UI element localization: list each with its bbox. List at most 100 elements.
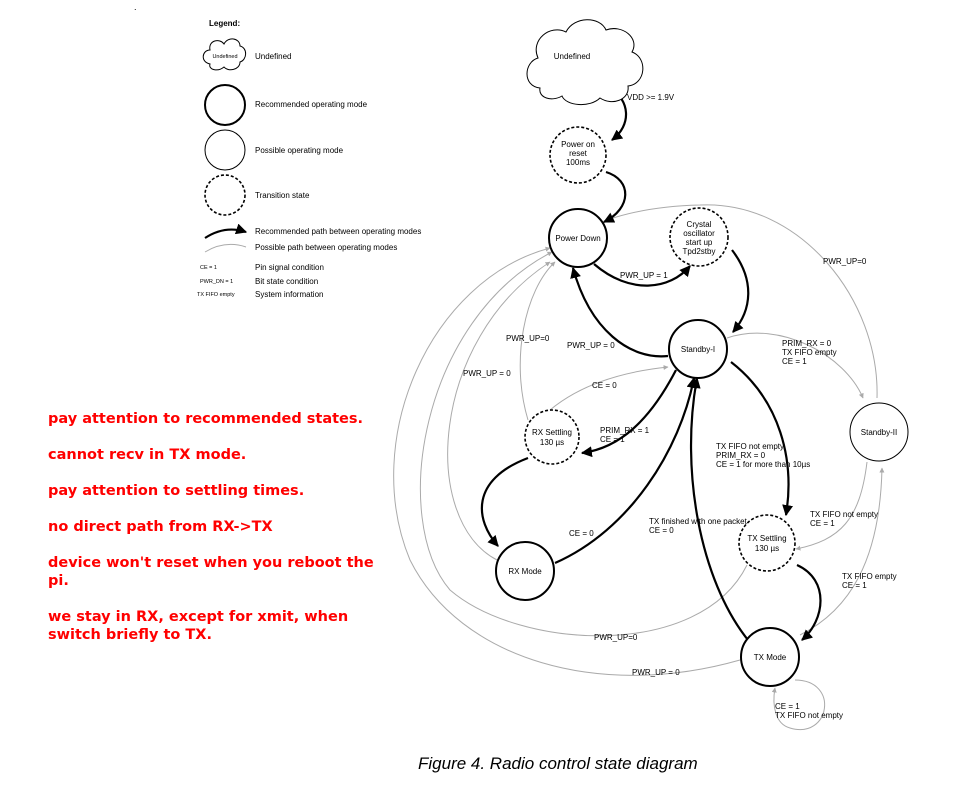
legend-possible-path-label: Possible path between operating modes	[255, 243, 397, 252]
state-por-line-1: Power on	[561, 140, 595, 149]
note-no-recv-in-tx: cannot recv in TX mode.	[48, 447, 247, 463]
stray-dot: .	[134, 2, 137, 12]
annotation-notes: pay attention to recommended states. can…	[48, 410, 378, 662]
edge-labels: VDD >= 1.9V PWR_UP = 1 PWR_UP = 0 PWR_UP…	[463, 93, 897, 720]
state-rx-mode: RX Mode	[495, 541, 555, 601]
label-tx-to-sb-1: TX finished with one packet	[649, 517, 748, 526]
edge-sb-to-sb2	[726, 332, 864, 399]
state-power-on-reset-circle	[549, 126, 607, 184]
edge-tx-self	[771, 679, 826, 731]
legend: Legend: Undefined Undefined Recommended …	[197, 19, 421, 299]
state-standby-2: Standby-II	[849, 402, 909, 462]
edge-tx-to-sb	[689, 376, 749, 641]
label-rx-to-pd: PWR_UP = 0	[463, 369, 511, 378]
state-rx-settling-line-2: 130 µs	[540, 438, 564, 447]
figure-caption: Figure 4. Radio control state diagram	[418, 754, 698, 773]
state-crystal-line-4: Tpd2stby	[683, 247, 716, 256]
state-undefined-label: Undefined	[554, 52, 590, 61]
label-tx-self-2: TX FIFO not empty	[775, 711, 843, 720]
state-rx-settling: RX Settling 130 µs	[524, 409, 580, 465]
legend-bit-symbol-text: PWR_DN = 1	[200, 279, 233, 285]
label-tx-self-1: CE = 1	[775, 702, 800, 711]
state-power-down: Power Down	[548, 208, 608, 268]
state-standby-1-label: Standby-I	[681, 345, 715, 354]
label-sb-to-rxs-1: PRIM_RX = 1	[600, 426, 650, 435]
state-crystal-line-3: start up	[686, 238, 713, 247]
legend-possible-path-icon	[204, 243, 247, 253]
edge-sb2-to-txs	[795, 461, 868, 551]
state-tx-settling: TX Settling 130 µs	[738, 514, 796, 572]
state-standby-1: Standby-I	[668, 319, 728, 379]
edge-sb2-to-pd	[606, 204, 878, 399]
state-tx-mode-label: TX Mode	[754, 653, 787, 662]
edge-xtal-to-sb	[731, 249, 750, 333]
label-sb2-to-txs-2: CE = 1	[810, 519, 835, 528]
legend-recommended-path-label: Recommended path between operating modes	[255, 227, 421, 236]
edge-txs-to-tx	[796, 563, 822, 641]
label-tx-to-sb-2: CE = 0	[649, 526, 674, 535]
label-sb2-to-pd: PWR_UP=0	[823, 257, 867, 266]
legend-undefined-label: Undefined	[255, 52, 291, 61]
label-sb-to-sb2-2: TX FIFO empty	[782, 348, 837, 357]
edge-sb-to-rxs	[580, 369, 677, 458]
state-undefined: Undefined	[526, 19, 644, 105]
state-crystal: Crystal oscillator start up Tpd2stby	[669, 207, 729, 267]
edge-sb-to-txs	[730, 361, 794, 517]
note-settling-times: pay attention to settling times.	[48, 483, 305, 499]
undefined-cloud-icon	[526, 19, 644, 105]
legend-sysinfo-symbol-text: TX FIFO empty	[197, 292, 235, 298]
edge-txs-to-pd	[419, 251, 748, 637]
state-crystal-circle	[669, 207, 729, 267]
state-power-down-circle	[548, 208, 608, 268]
label-sb-to-rxs-2: CE = 1	[600, 435, 625, 444]
legend-recommended-path-icon	[204, 223, 248, 239]
state-standby-2-circle	[849, 402, 909, 462]
state-standby-1-circle	[668, 319, 728, 379]
state-rx-settling-circle	[524, 409, 580, 465]
label-vdd: VDD >= 1.9V	[627, 93, 675, 102]
label-sb-to-pd: PWR_UP = 0	[567, 341, 615, 350]
state-crystal-line-2: oscillator	[683, 229, 715, 238]
legend-possible-mode-icon	[204, 129, 246, 171]
label-tx-to-sb2-1: TX FIFO empty	[842, 572, 897, 581]
state-tx-settling-line-2: 130 µs	[755, 544, 779, 553]
edge-rx-to-pd	[447, 261, 551, 561]
label-sb-to-sb2-1: PRIM_RX = 0	[782, 339, 832, 348]
state-power-on-reset: Power on reset 100ms	[549, 126, 607, 184]
possible-paths	[393, 204, 885, 731]
state-por-line-2: reset	[569, 149, 588, 158]
edge-pd-to-xtal	[593, 263, 691, 287]
state-tx-mode-circle	[740, 627, 800, 687]
label-tx-to-pd: PWR_UP = 0	[632, 668, 680, 677]
note-recommended-states: pay attention to recommended states.	[48, 411, 364, 427]
label-sb2-to-txs-1: TX FIFO not empty	[810, 510, 878, 519]
legend-possible-mode-label: Possible operating mode	[255, 146, 344, 155]
state-crystal-line-1: Crystal	[687, 220, 712, 229]
edge-rxs-to-rx	[480, 456, 529, 547]
label-sb-to-txs-1: TX FIFO not empty	[716, 442, 784, 451]
state-tx-settling-circle	[738, 514, 796, 572]
recommended-paths	[480, 87, 822, 641]
label-rxs-to-sb: CE = 0	[592, 381, 617, 390]
label-sb-to-sb2-3: CE = 1	[782, 357, 807, 366]
edge-rxs-to-pd	[519, 261, 556, 421]
state-power-down-label: Power Down	[555, 234, 600, 243]
edge-tx-to-sb2	[799, 467, 885, 636]
state-rx-mode-circle	[495, 541, 555, 601]
legend-transition-state-label: Transition state	[255, 191, 310, 200]
legend-transition-state-icon	[204, 174, 246, 216]
legend-title: Legend:	[209, 19, 240, 28]
edge-sb-to-pd	[570, 266, 669, 358]
note-no-rx-to-tx: no direct path from RX->TX	[48, 519, 273, 535]
state-tx-settling-line-1: TX Settling	[747, 534, 786, 543]
state-rx-mode-label: RX Mode	[508, 567, 542, 576]
label-rxs-to-pd: PWR_UP=0	[506, 334, 550, 343]
note-no-reset: device won't reset when you reboot the p…	[48, 555, 374, 589]
label-pd-to-xtal: PWR_UP = 1	[620, 271, 668, 280]
label-rx-to-sb: CE = 0	[569, 529, 594, 538]
label-tx-to-sb2-2: CE = 1	[842, 581, 867, 590]
legend-recommended-mode-label: Recommended operating mode	[255, 100, 368, 109]
state-rx-settling-line-1: RX Settling	[532, 428, 572, 437]
edge-rx-to-sb	[554, 376, 698, 565]
note-stay-in-rx: we stay in RX, except for xmit, when swi…	[48, 609, 349, 643]
